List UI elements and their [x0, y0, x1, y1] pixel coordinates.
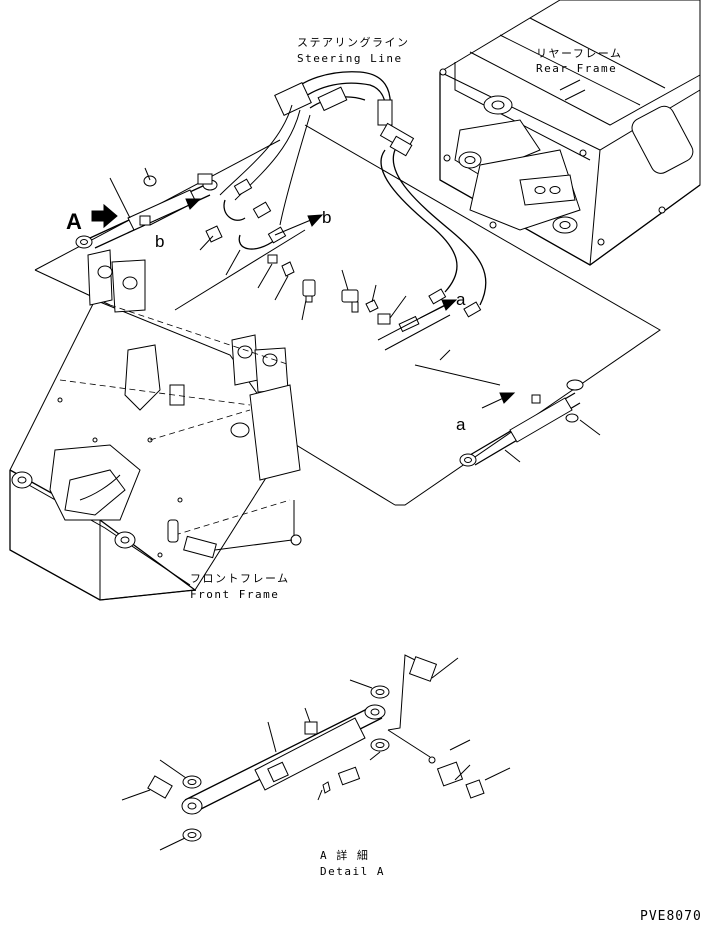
front-frame-label-jp: フロントフレーム [190, 572, 290, 585]
steering-line-label-jp: ステアリングライン [297, 35, 410, 49]
lower-right-cylinder [459, 379, 584, 467]
rear-frame-label-en: Rear Frame [536, 62, 617, 75]
ref-b-right-label: b [322, 208, 331, 227]
steering-hoses [219, 71, 487, 306]
steering-line-label-en: Steering Line [297, 52, 403, 65]
view-arrow-a-label: A [66, 209, 82, 234]
ref-a-upper-label: a [456, 290, 466, 309]
ref-a-lower-label: a [456, 415, 466, 434]
front-frame-label-en: Front Frame [190, 588, 279, 601]
arrow-into-cylinder [149, 198, 202, 226]
front-frame [9, 249, 302, 601]
text-labels: ステアリングライン Steering Line リヤーフレーム Rear Fra… [66, 35, 702, 924]
arrow-a-lower [481, 392, 516, 409]
detail-a-label-en: Detail A [320, 865, 385, 878]
rear-frame [439, 0, 701, 266]
view-arrow-a [91, 203, 118, 229]
detail-a [121, 654, 511, 851]
arrow-b-right [274, 214, 324, 236]
upper-assembly [34, 124, 661, 506]
arrow-a-upper [419, 299, 458, 319]
rear-frame-label-jp: リヤーフレーム [536, 47, 623, 60]
detail-a-label-jp: A 詳 細 [320, 848, 369, 862]
ref-b-left-label: b [155, 232, 164, 251]
drawing-code: PVE8070 [640, 909, 702, 924]
